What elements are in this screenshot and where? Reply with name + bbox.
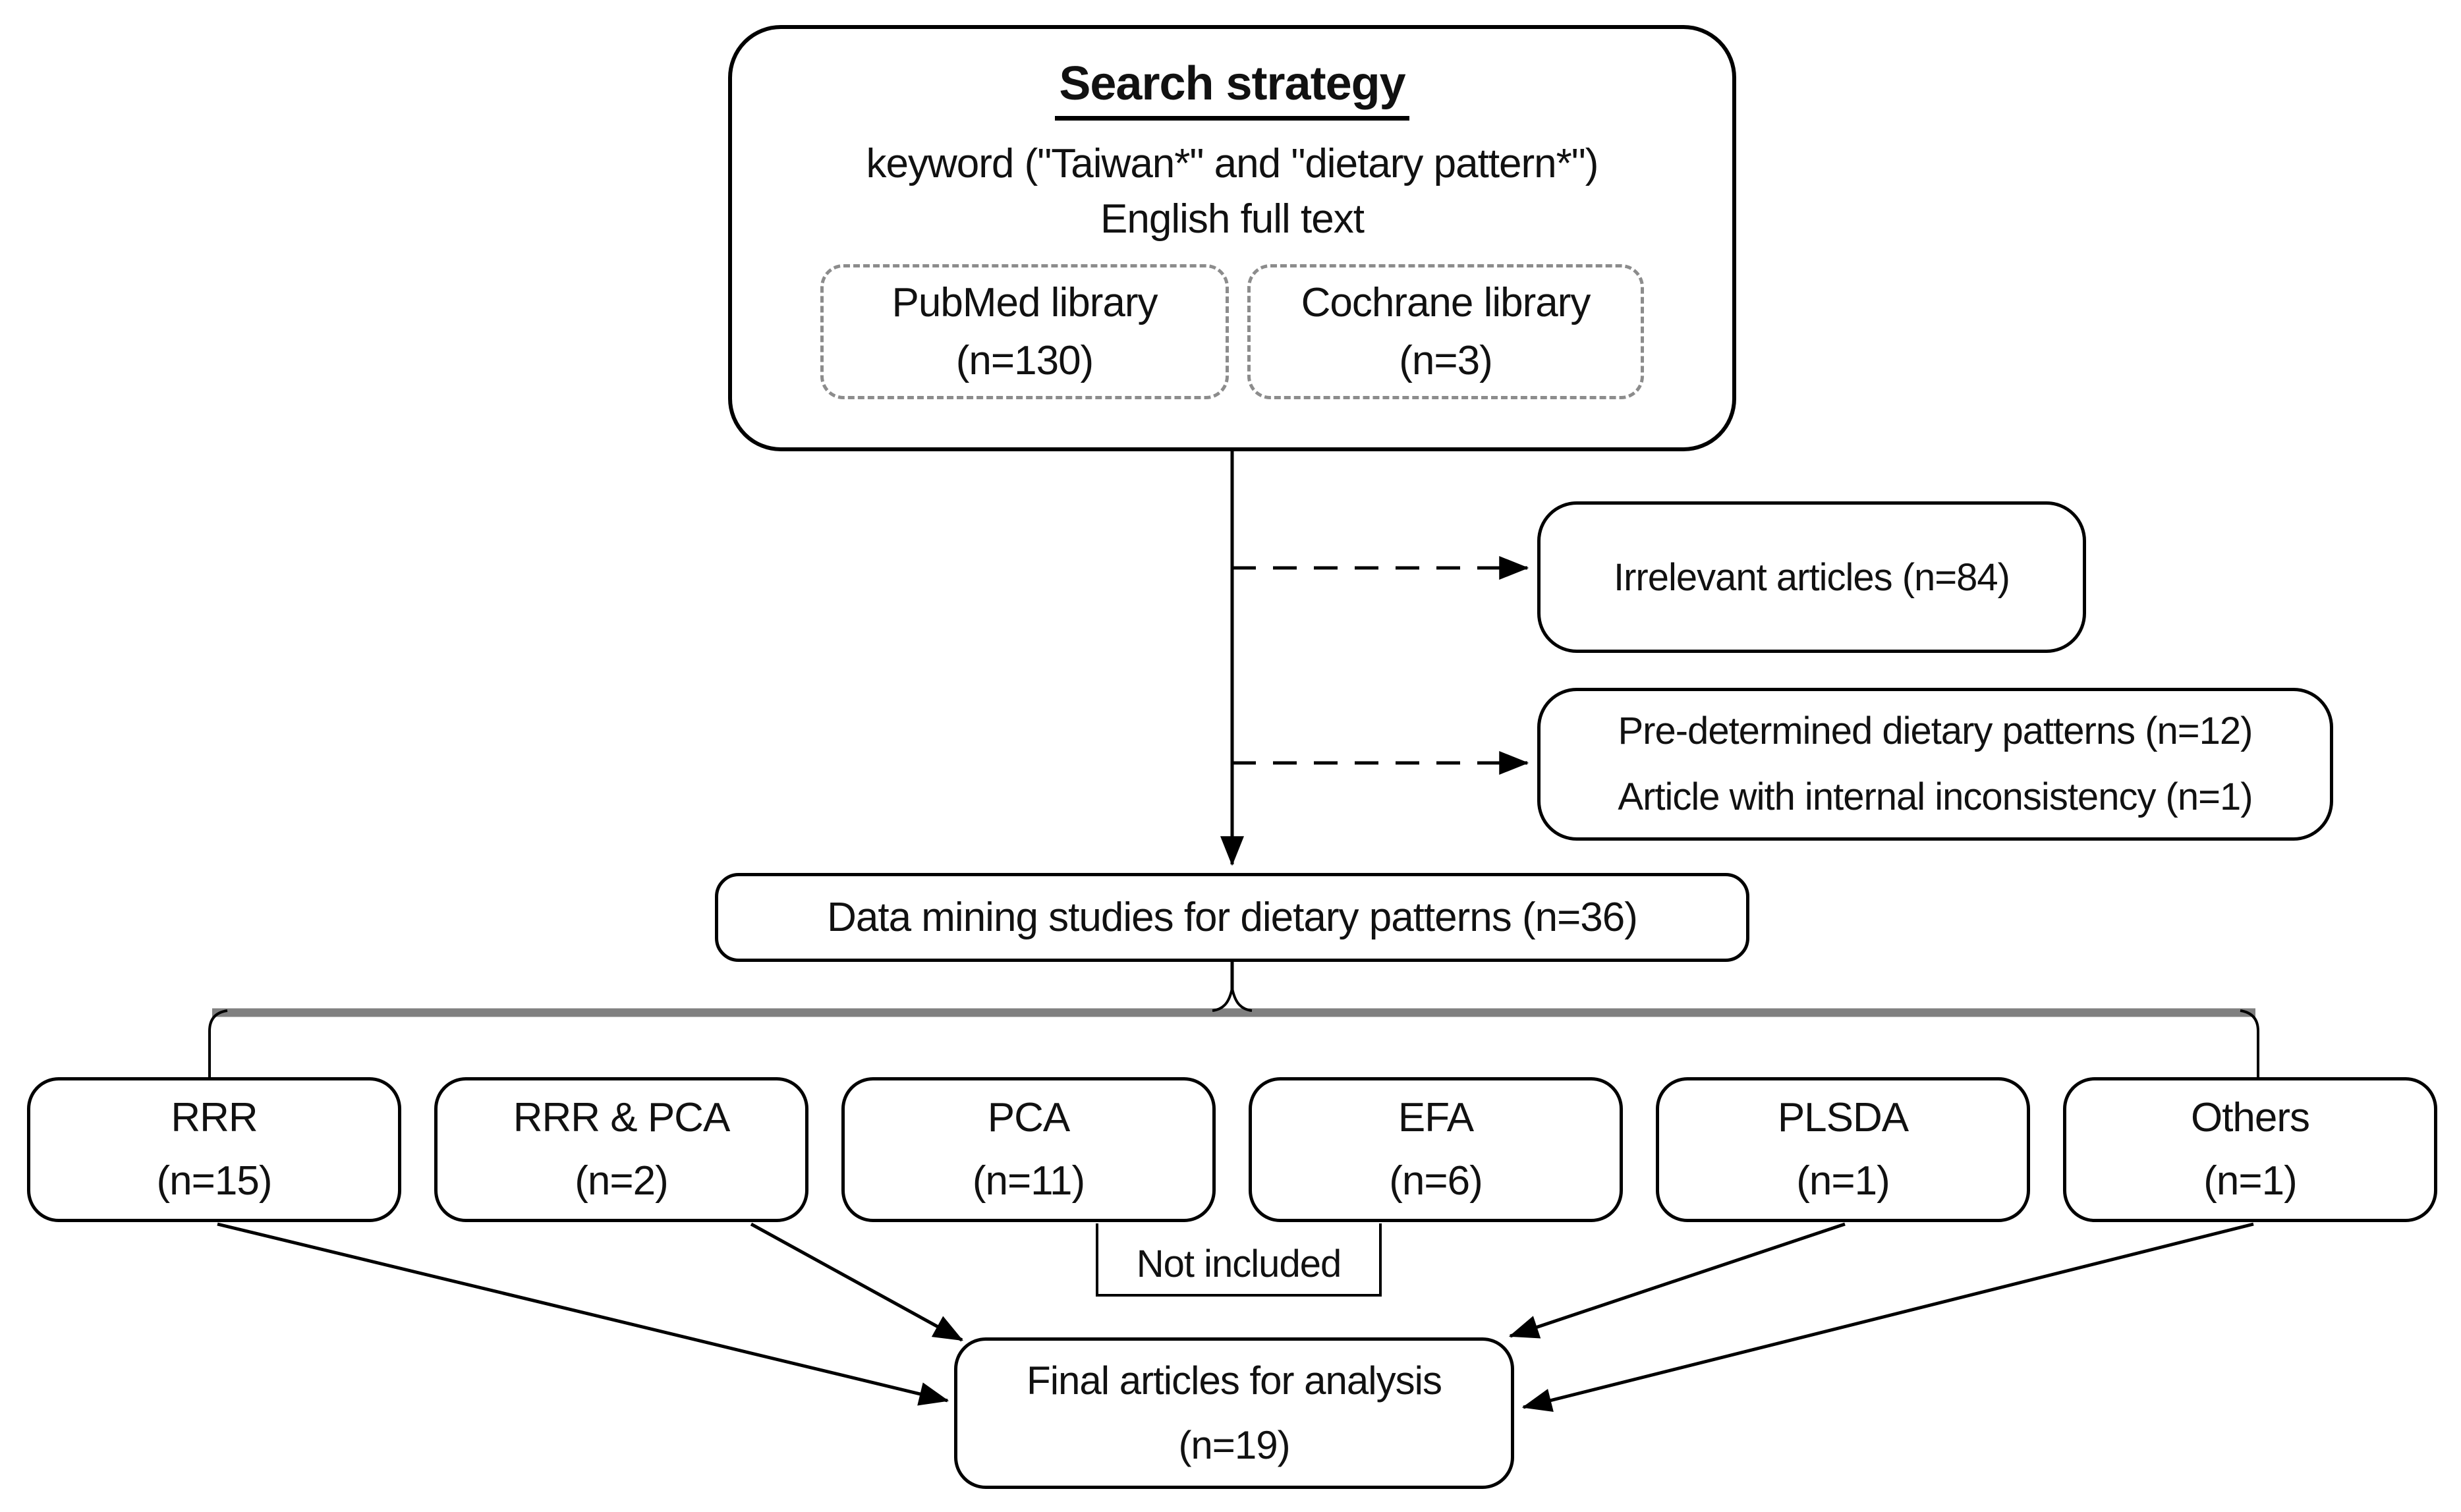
- method-label: Others: [2190, 1095, 2310, 1140]
- search-strategy-heading: Search strategy: [1055, 57, 1409, 121]
- exclusion-predetermined-box: Pre-determined dietary patterns (n=12) A…: [1537, 688, 2333, 841]
- method-box-efa: EFA (n=6): [1249, 1077, 1623, 1222]
- arrow-rrrpca-to-final: [750, 1222, 963, 1342]
- keyword-line: keyword ("Taiwan*" and "dietary pattern*…: [866, 141, 1599, 186]
- arrow-plsda-to-final: [1508, 1222, 1846, 1339]
- data-mining-label: Data mining studies for dietary patterns…: [827, 895, 1638, 940]
- not-included-label: Not included: [1136, 1243, 1342, 1285]
- arrow-others-to-final: [1521, 1222, 2254, 1413]
- pubmed-source-box: PubMed library (n=130): [820, 264, 1229, 399]
- method-box-pca: PCA (n=11): [841, 1077, 1216, 1222]
- branch-right-drop: [2240, 1009, 2259, 1078]
- final-articles-box: Final articles for analysis (n=19): [954, 1337, 1514, 1489]
- method-label: EFA: [1398, 1095, 1474, 1140]
- branch-split-right-flare: [1231, 988, 1253, 1012]
- method-count: (n=15): [156, 1158, 273, 1204]
- exclusion-irrelevant-label: Irrelevant articles (n=84): [1614, 555, 2010, 599]
- method-count: (n=1): [2203, 1158, 2297, 1204]
- exclusion-predetermined-line1: Pre-determined dietary patterns (n=12): [1618, 710, 2253, 752]
- method-count: (n=6): [1389, 1158, 1483, 1204]
- method-box-rrr-pca: RRR & PCA (n=2): [434, 1077, 808, 1222]
- method-box-others: Others (n=1): [2063, 1077, 2437, 1222]
- method-count: (n=11): [972, 1158, 1085, 1204]
- method-label: PCA: [987, 1095, 1070, 1140]
- cochrane-source-count: (n=3): [1399, 337, 1492, 383]
- search-strategy-box: Search strategy keyword ("Taiwan*" and "…: [728, 25, 1736, 451]
- method-label: PLSDA: [1777, 1095, 1909, 1140]
- cochrane-source-label: Cochrane library: [1301, 279, 1591, 325]
- method-box-plsda: PLSDA (n=1): [1656, 1077, 2030, 1222]
- method-count: (n=1): [1796, 1158, 1890, 1204]
- cochrane-source-box: Cochrane library (n=3): [1247, 264, 1644, 399]
- branch-split-left-flare: [1212, 988, 1233, 1012]
- arrow-rrr-to-final: [217, 1222, 949, 1406]
- method-label: RRR: [171, 1095, 258, 1140]
- final-articles-line2: (n=19): [1178, 1423, 1290, 1467]
- source-boxes-row: PubMed library (n=130) Cochrane library …: [820, 264, 1644, 399]
- branch-left-drop: [208, 1009, 228, 1078]
- data-mining-box: Data mining studies for dietary patterns…: [715, 873, 1749, 962]
- exclusion-irrelevant-box: Irrelevant articles (n=84): [1537, 501, 2086, 653]
- fulltext-line: English full text: [1100, 196, 1365, 242]
- not-included-bracket: [1096, 1223, 1382, 1297]
- method-label: RRR & PCA: [513, 1095, 731, 1140]
- final-articles-line1: Final articles for analysis: [1027, 1358, 1442, 1403]
- method-count: (n=2): [575, 1158, 668, 1204]
- pubmed-source-label: PubMed library: [891, 279, 1158, 325]
- pubmed-source-count: (n=130): [955, 337, 1094, 383]
- exclusion-predetermined-line2: Article with internal inconsistency (n=1…: [1618, 775, 2253, 818]
- method-box-rrr: RRR (n=15): [27, 1077, 401, 1222]
